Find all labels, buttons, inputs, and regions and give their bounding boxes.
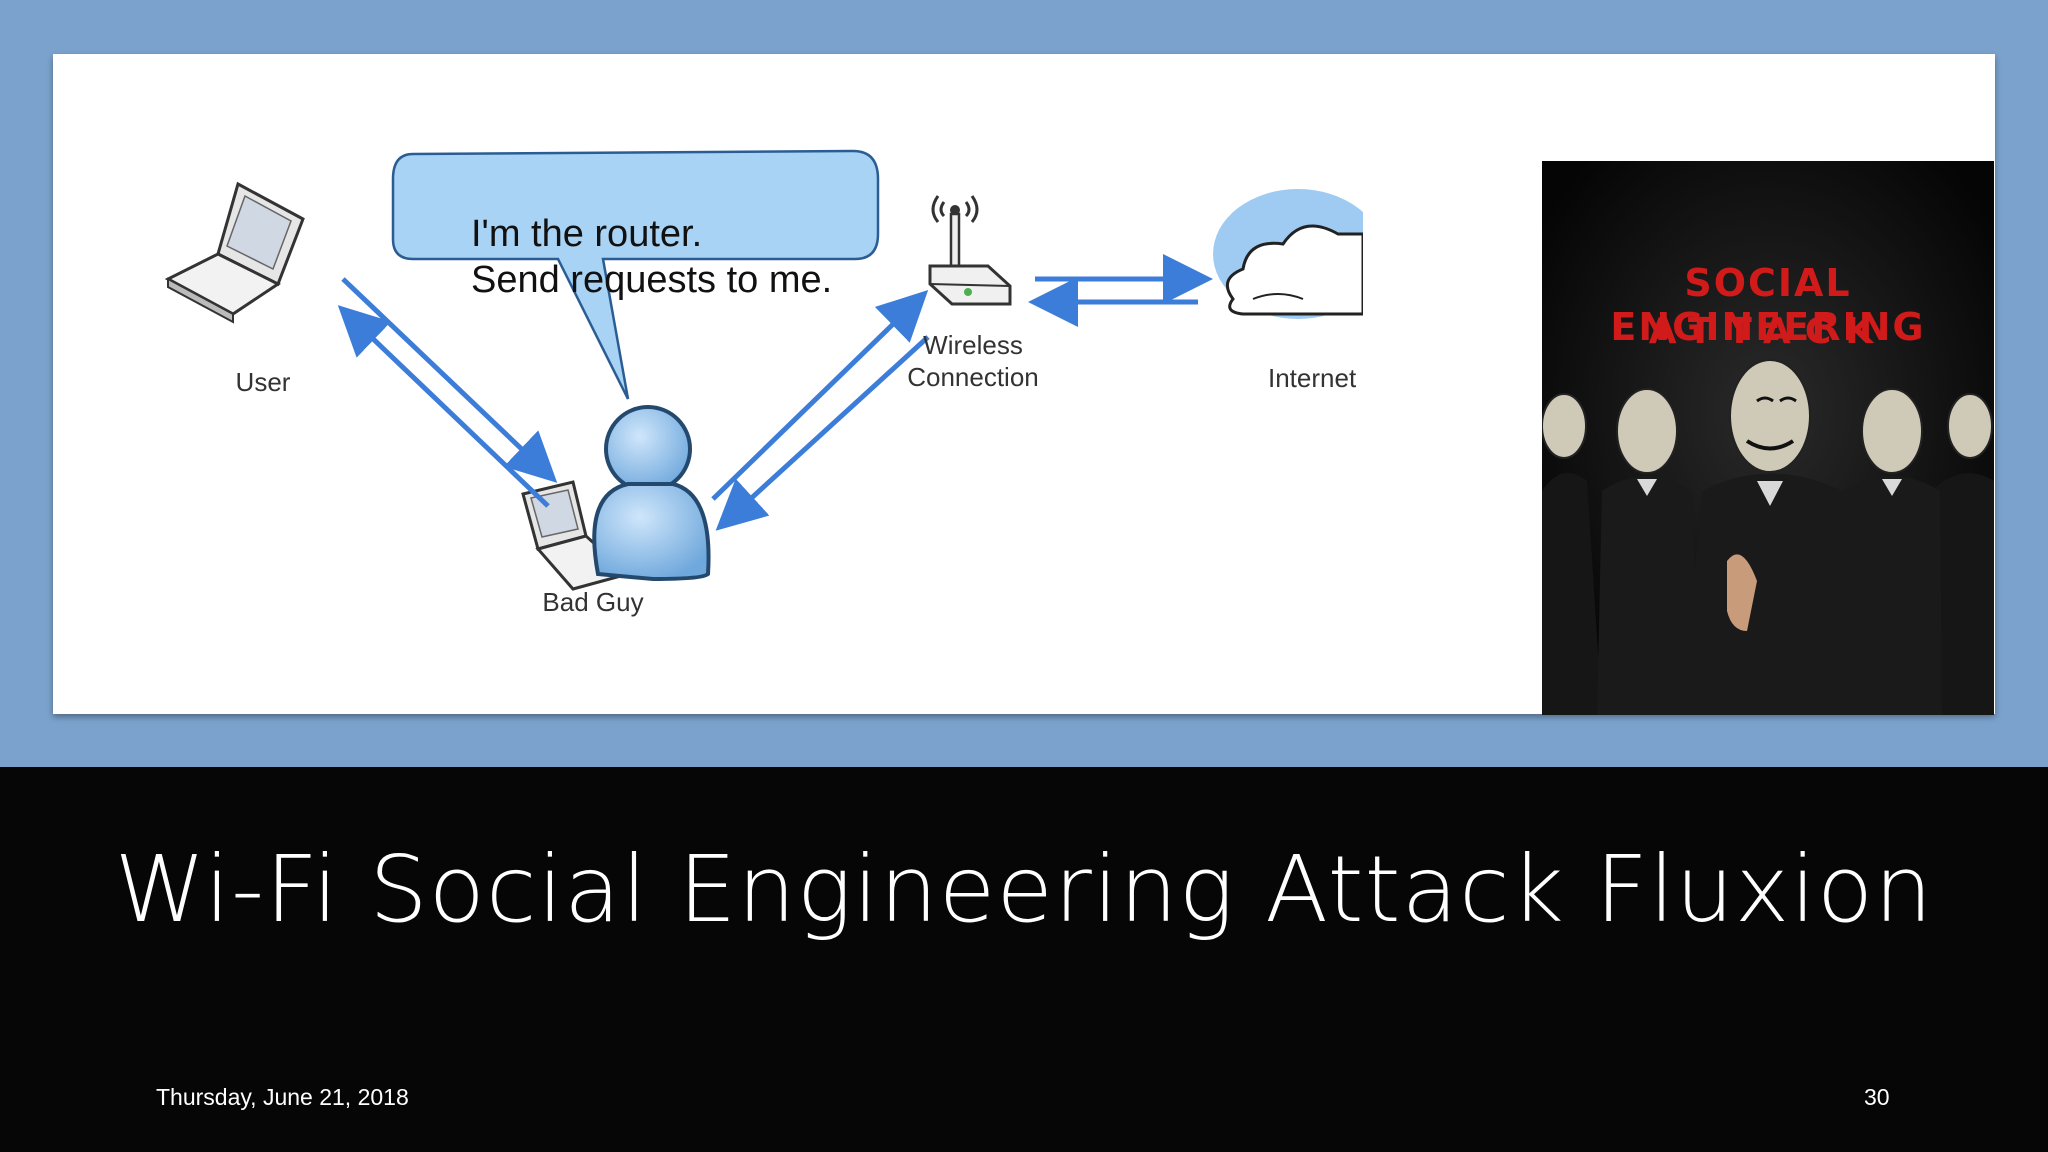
speech-bubble: [391, 149, 880, 400]
footer-date: Thursday, June 21, 2018: [156, 1084, 409, 1110]
user-laptop-icon: [164, 181, 305, 324]
badguy-person-icon: [592, 405, 711, 582]
cloud-icon: [1213, 189, 1363, 319]
slide-title: Wi-Fi Social Engineering Attack Fluxion: [114, 836, 1934, 943]
poster-title-line-2: ATTACK: [1648, 311, 1888, 352]
router-icon: [928, 195, 1012, 306]
arrows-router-internet: [1028, 254, 1213, 327]
content-panel: I'm the router. Send requests to me. Use…: [53, 54, 1995, 715]
bubble-line-2: Send requests to me.: [471, 259, 833, 301]
bubble-line-1: I'm the router.: [471, 213, 703, 255]
social-engineering-poster: SOCIAL ENGINEERING ATTACK: [1542, 161, 1994, 715]
wireless-label-line-2: Connection: [907, 362, 1039, 392]
poster-title-line-1: SOCIAL ENGINEERING: [1610, 261, 1926, 349]
wireless-label-line-1: Wireless: [923, 330, 1023, 360]
bottom-band: [0, 767, 2048, 1152]
arrows-user-badguy: [337, 277, 558, 508]
internet-label: Internet: [1268, 363, 1357, 393]
anonymous-masks-image: [1542, 161, 1994, 715]
mitm-diagram: [164, 149, 1363, 591]
user-label: User: [235, 367, 291, 397]
wireless-connection-label: Wireless Connection: [893, 329, 1053, 393]
slide-number: 30: [1864, 1084, 1890, 1110]
arrows-badguy-router: [711, 290, 930, 531]
bubble-text: I'm the router. Send requests to me.: [471, 211, 832, 303]
badguy-label: Bad Guy: [542, 587, 644, 617]
